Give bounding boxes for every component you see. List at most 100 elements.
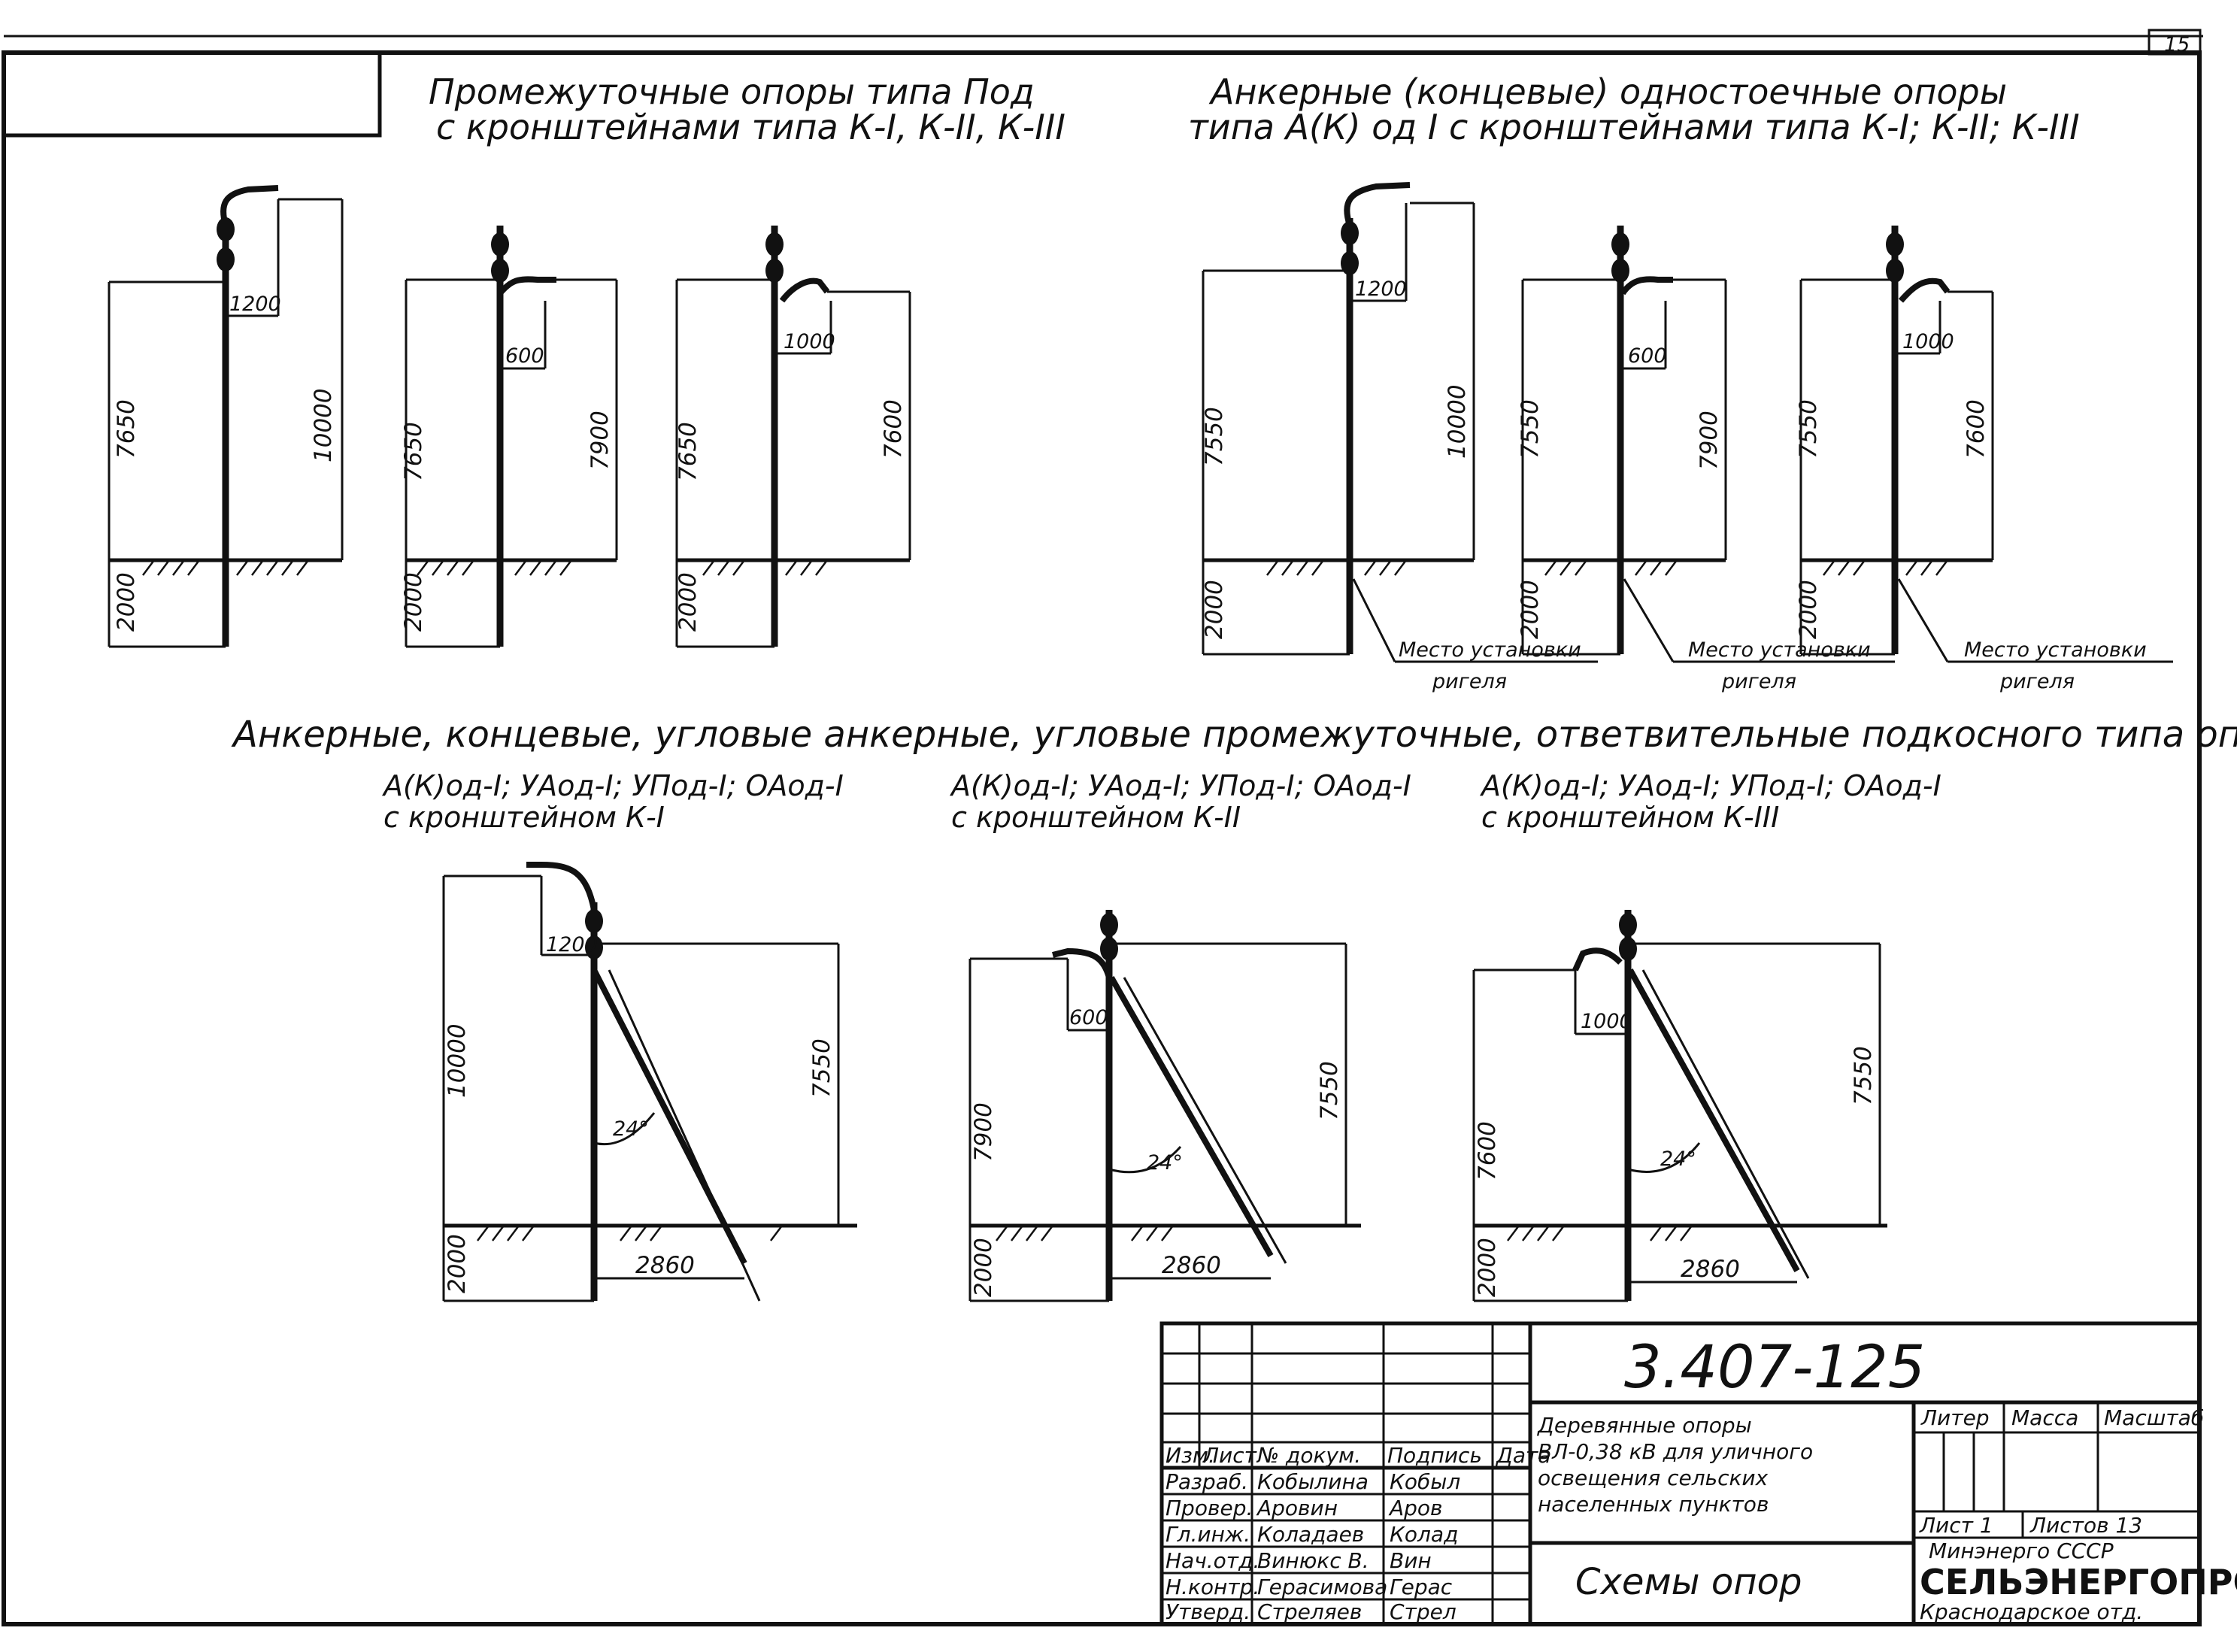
bracket-type: с кронштейном К-I [383,801,665,834]
col-header-signature: Подпись [1387,1443,1482,1468]
staff-signature: Герас [1390,1575,1453,1599]
arm-dim: 1000 [1902,330,1954,353]
height-dim: 7650 [113,399,140,459]
section-title: Анкерные, концевые, угловые анкерные, уг… [231,714,2237,756]
angle-dim: 24° [1147,1151,1183,1175]
total-dim: 10000 [444,1023,471,1098]
bracket-type: с кронштейном К-III [1481,801,1779,834]
ground-dim: 2000 [674,572,702,632]
arm-dim: 1000 [1581,1010,1632,1033]
height-dim: 7550 [1795,399,1822,459]
note-line2: ригеля [1999,670,2075,693]
pole-diagram-2: 600 7650 7900 2000 [400,226,618,648]
col-header-doc: № докум. [1256,1443,1361,1468]
section-strut-poles: Анкерные, концевые, угловые анкерные, уг… [231,714,2237,1302]
org-line2: СЕЛЬЭНЕРГОПРОЕКТ [1920,1562,2237,1602]
pole-types: А(К)од-I; УАод-I; УПод-I; ОАод-I [949,769,1411,802]
pole-diagram-4: 1200 7550 10000 2000 Место установки риг… [1201,182,1598,693]
staff-name: Кобылина [1257,1469,1369,1494]
height-dim: 7550 [1850,1046,1877,1105]
staff-role: Н.контр. [1165,1575,1259,1599]
height-dim: 7650 [400,422,427,481]
sheets-label: Листов 13 [2029,1513,2142,1538]
description-line2: ВЛ-0,38 кВ для уличного [1538,1439,1813,1464]
section-title-line2: типа А(К) од I с кронштейнами типа К-I; … [1188,107,2080,147]
staff-row: Утверд. Стреляев Стрел [1165,1599,1456,1624]
staff-role: Разраб. [1165,1469,1248,1494]
pole-types: А(К)од-I; УАод-I; УПод-I; ОАод-I [1479,769,1941,802]
total-dim: 7600 [1963,399,1990,459]
scale-label: Масштаб [2104,1405,2204,1430]
bracket-type: с кронштейном К-II [951,801,1241,834]
drawing-title: Схемы опор [1575,1561,1802,1603]
note-line2: ригеля [1721,670,1796,693]
note-line1: Место установки [1964,638,2147,662]
staff-name: Винюкс В. [1257,1548,1369,1573]
col-header-change: Изм. [1165,1443,1215,1468]
sheet-label: Лист 1 [1919,1513,1993,1538]
base-dim: 2860 [635,1252,695,1279]
ground-dim: 2000 [1517,580,1544,639]
note-line2: ригеля [1432,670,1507,693]
staff-name: Стреляев [1257,1599,1362,1624]
arm-dim: 1200 [546,933,598,956]
col-header-date: Дата [1495,1443,1551,1468]
staff-row: Провер. Аровин Аров [1165,1496,1443,1520]
staff-signature: Стрел [1390,1599,1456,1624]
arm-dim: 1200 [1355,277,1407,301]
note-line1: Место установки [1399,638,1581,662]
staff-row: Гл.инж. Коладаев Колад [1165,1522,1458,1547]
org-line1: Минэнерго СССР [1929,1538,2114,1563]
staff-signature: Колад [1390,1522,1458,1547]
staff-row: Н.контр. Герасимова Герас [1165,1575,1453,1599]
ground-dim: 2000 [444,1234,471,1293]
strut-pole-diagram-3: А(К)од-I; УАод-I; УПод-I; ОАод-I с кронш… [1472,769,1941,1302]
pole-diagram-5: 600 7550 7900 2000 Место установки ригел… [1517,226,1895,693]
strut-pole-diagram-1: А(К)од-I; УАод-I; УПод-I; ОАод-I с кронш… [381,769,857,1302]
staff-signature: Аров [1388,1496,1443,1520]
corner-stamp-box [2,50,382,138]
strut-pole-diagram-2: А(К)од-I; УАод-I; УПод-I; ОАод-I с кронш… [949,769,1411,1302]
ground-dim: 2000 [970,1238,997,1297]
section-title-line1: Промежуточные опоры типа Под [429,71,1035,112]
section-anchor-poles: Анкерные (концевые) одностоечные опоры т… [1188,71,2173,693]
litera-label: Литер [1920,1405,1990,1430]
height-dim: 7550 [808,1038,835,1098]
staff-name: Герасимова [1257,1575,1387,1599]
mass-label: Масса [2011,1405,2078,1430]
arm-dim: 600 [1069,1006,1108,1029]
ground-dim: 2000 [1474,1238,1501,1297]
description-line3: освещения сельских [1538,1466,1769,1490]
angle-dim: 24° [613,1117,649,1141]
col-header-sheet: Лист [1202,1443,1257,1468]
total-dim: 10000 [1444,384,1471,459]
total-dim: 7600 [1474,1121,1501,1181]
description-line1: Деревянные опоры [1536,1413,1752,1438]
staff-role: Гл.инж. [1165,1522,1250,1547]
base-dim: 2860 [1681,1256,1740,1283]
ground-dim: 2000 [1795,580,1822,639]
section-intermediate-poles: Промежуточные опоры типа Под с кронштейн… [108,71,1065,648]
ground-dim: 2000 [1201,580,1228,639]
pole-diagram-6: 1000 7550 7600 2000 Место установки риге… [1795,226,2173,693]
note-line1: Место установки [1688,638,1871,662]
staff-row: Разраб. Кобылина Кобыл [1165,1469,1460,1494]
total-dim: 7600 [880,399,907,459]
ground-dim: 2000 [113,572,140,632]
height-dim: 7550 [1201,407,1228,466]
total-dim: 7900 [587,411,614,470]
description-line4: населенных пунктов [1538,1492,1769,1517]
staff-signature: Кобыл [1390,1469,1460,1494]
pole-diagram-1: 1200 7650 10000 2000 [108,185,344,648]
base-dim: 2860 [1162,1252,1221,1279]
height-dim: 7550 [1517,399,1544,459]
ground-dim: 2000 [400,572,427,632]
arm-dim: 1000 [784,330,835,353]
total-dim: 10000 [310,388,337,462]
total-dim: 7900 [970,1102,997,1162]
staff-name: Аровин [1256,1496,1338,1520]
sheet-frame: 15 [2,29,2203,1626]
staff-role: Провер. [1165,1496,1253,1520]
arm-dim: 600 [1628,344,1667,368]
